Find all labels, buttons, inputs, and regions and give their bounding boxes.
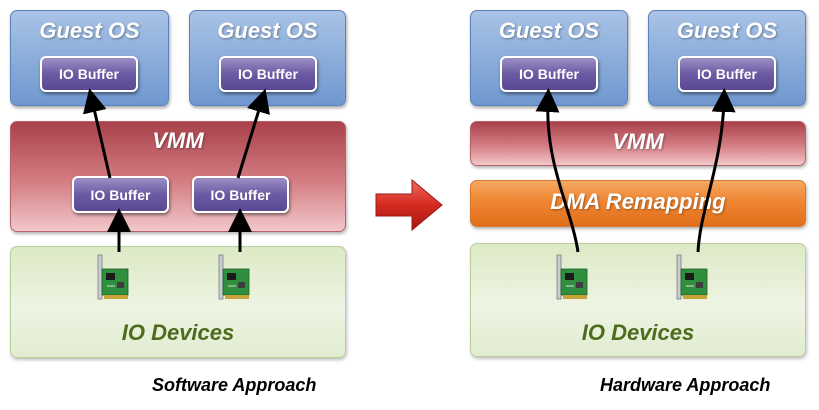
network-card-icon <box>97 254 129 300</box>
software-io-devices-layer <box>10 246 346 358</box>
hardware-dma-remapping-label: DMA Remapping <box>550 189 726 214</box>
software-data-path-2 <box>228 88 270 252</box>
hardware-guest-io-buffer-2: IO Buffer <box>678 56 776 92</box>
software-data-path-1 <box>83 88 131 252</box>
software-vmm-io-buffer-2: IO Buffer <box>192 176 289 213</box>
hardware-io-devices-layer <box>470 243 806 357</box>
software-approach-caption: Software Approach <box>152 375 317 395</box>
hardware-guest-os-2-label: Guest OS <box>676 18 778 43</box>
hardware-approach-caption: Hardware Approach <box>600 375 771 395</box>
network-card-icon <box>676 254 708 300</box>
hardware-data-path-1 <box>535 88 580 253</box>
hardware-vmm-layer <box>470 121 806 166</box>
hardware-vmm-label: VMM <box>612 129 664 154</box>
software-guest-os-2-label: Guest OS <box>217 18 318 43</box>
right-arrow-icon <box>375 178 443 232</box>
software-vmm-layer <box>10 121 346 232</box>
hardware-dma-remapping-layer <box>470 180 806 227</box>
network-card-icon <box>218 254 250 300</box>
hardware-data-path-2 <box>696 88 736 253</box>
hardware-guest-os-1-label: Guest OS <box>498 18 600 43</box>
software-guest-os-1-label: Guest OS <box>39 18 140 43</box>
hardware-io-devices-label: IO Devices <box>581 320 695 345</box>
software-vmm-label: VMM <box>152 128 204 153</box>
network-card-icon <box>556 254 588 300</box>
software-io-devices-label: IO Devices <box>121 320 235 345</box>
